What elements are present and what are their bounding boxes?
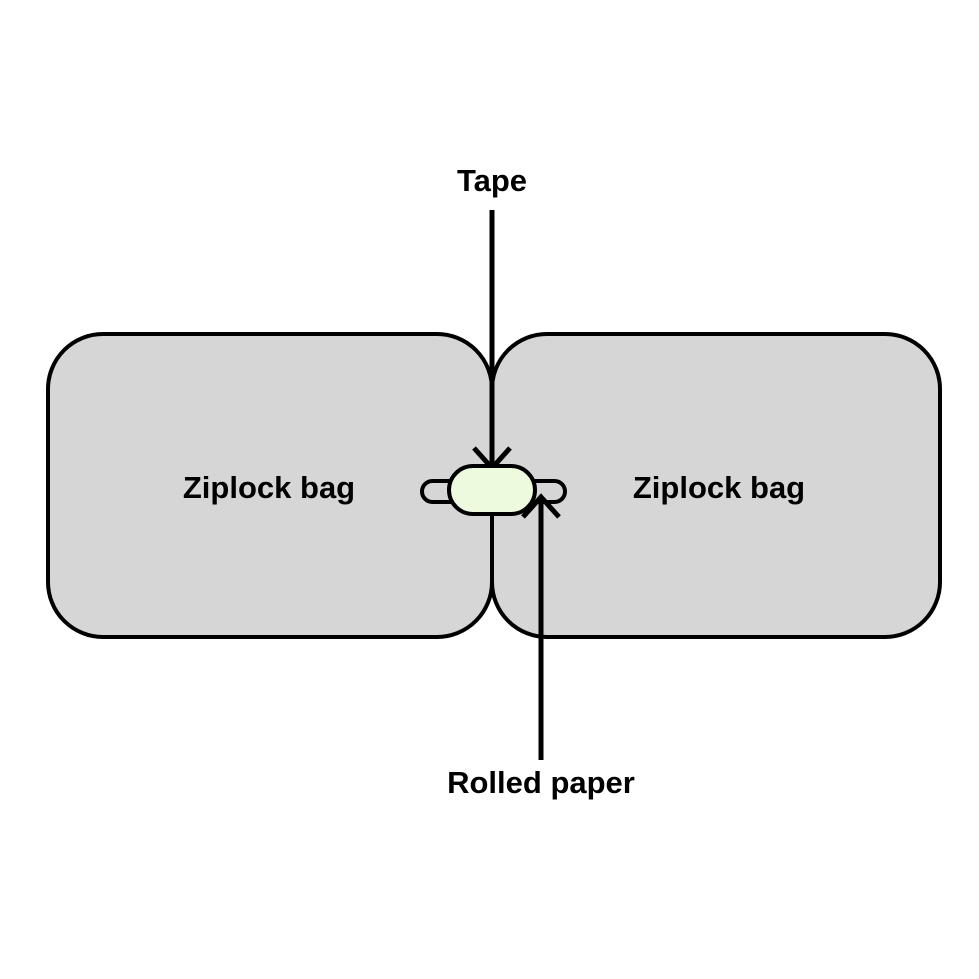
arrow-up-icon — [521, 493, 561, 519]
right-bag-label: Ziplock bag — [633, 470, 805, 505]
left-bag-label: Ziplock bag — [183, 470, 355, 505]
tape-callout-label: Tape — [457, 163, 527, 198]
rolled-paper-capsule[interactable] — [447, 464, 537, 516]
rolled-paper-callout-label: Rolled paper — [447, 765, 635, 800]
